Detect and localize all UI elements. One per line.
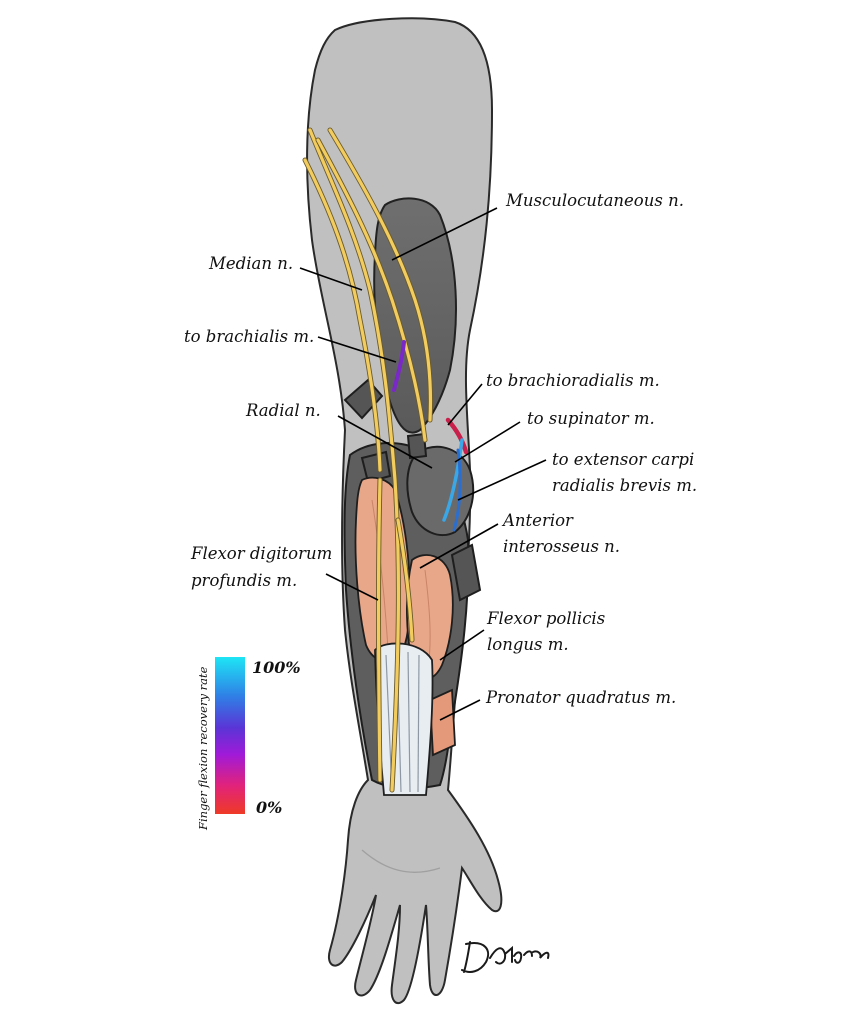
label-pronator-quadratus: Pronator quadratus m.: [485, 688, 676, 707]
leader-fpl: [439, 629, 485, 661]
scale-max-label: 100%: [252, 658, 301, 677]
cut-stump-center: [406, 432, 428, 460]
leader-lines: [299, 207, 547, 721]
scale-gradient-bar: [215, 657, 245, 814]
leader-pronator-quadratus: [439, 699, 481, 721]
anterior-interosseus-nerve: [396, 518, 414, 642]
nerve-strand: [303, 158, 382, 472]
tendon-bundle: [374, 642, 434, 796]
label-to-brachioradialis: to brachioradialis m.: [486, 371, 660, 390]
labels: Musculocutaneous n. Median n. to brachia…: [184, 191, 697, 707]
leader-fdp: [325, 573, 379, 601]
label-median: Median n.: [208, 254, 293, 273]
leader-to-supinator: [454, 421, 521, 463]
nerves: [302, 127, 433, 793]
pronator-quadratus-muscle: [429, 688, 456, 757]
label-anterior-interosseus-line1: Anterior: [501, 511, 574, 530]
label-fpl-line2: longus m.: [487, 635, 569, 654]
musculocutaneous-nerve: [328, 128, 433, 422]
label-fdp-line1: Flexor digitorum: [190, 544, 332, 563]
cut-stump-right: [450, 543, 482, 602]
label-fpl-line1: Flexor pollicis: [486, 609, 605, 628]
nerve-strand: [316, 138, 427, 442]
label-fdp-line2: profundis m.: [191, 571, 297, 590]
brachialis-muscle: [373, 197, 457, 434]
branch-to-supinator: [442, 438, 464, 522]
flexor-tendons: [374, 642, 434, 796]
median-nerve: [308, 128, 401, 792]
artist-signature: [461, 941, 550, 973]
leader-to-ecrb: [457, 459, 547, 501]
leader-radial: [337, 415, 433, 469]
label-musculocutaneous: Musculocutaneous n.: [505, 191, 684, 210]
label-to-supinator: to supinator m.: [527, 409, 655, 428]
label-to-brachialis: to brachialis m.: [184, 327, 314, 346]
branch-to-brachialis: [392, 340, 406, 392]
hand-crease: [361, 849, 441, 874]
leader-anterior-interosseus: [419, 523, 499, 569]
nerve-strand: [376, 478, 382, 782]
tendon-line: [417, 654, 420, 793]
tendon-line: [407, 651, 411, 793]
leader-musculocutaneous: [391, 207, 498, 261]
leader-to-brachialis: [317, 336, 397, 363]
signature-mark: [461, 941, 550, 973]
label-radial: Radial n.: [245, 401, 321, 420]
recovery-rate-scale: 100% 0% Finger flexion recovery rate: [196, 657, 301, 831]
fdp-striation: [371, 499, 389, 651]
label-to-ecrb-line2: radialis brevis m.: [552, 476, 697, 495]
label-anterior-interosseus-line2: interosseus n.: [503, 537, 620, 556]
leader-to-brachioradialis: [447, 383, 483, 426]
scale-min-label: 0%: [256, 798, 282, 817]
leader-median: [299, 267, 363, 291]
label-to-ecrb-line1: to extensor carpi: [552, 450, 694, 469]
scale-title: Finger flexion recovery rate: [196, 666, 210, 831]
